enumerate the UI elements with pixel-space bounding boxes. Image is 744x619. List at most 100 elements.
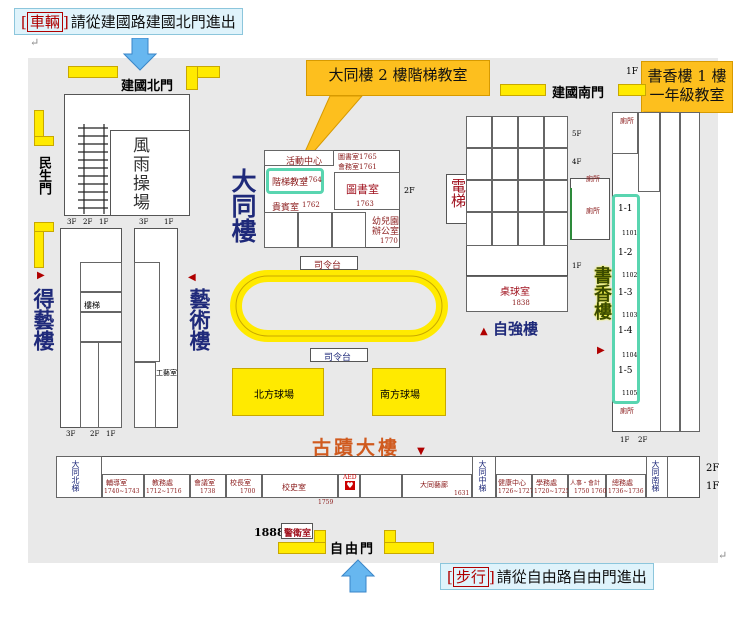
tushu-b-label: 會務室1761 (338, 163, 377, 171)
car-tag: 車輛 (26, 12, 63, 32)
fudao-label: 輔導室 (106, 479, 127, 487)
jiankang-no: 1726~1727 (498, 488, 534, 495)
deyi-arrow-icon: ▶ (37, 270, 45, 281)
return-mark-icon: ↵ (30, 36, 40, 49)
walk-entry-note: [步行] 請從自由路自由門進出 (440, 563, 654, 590)
classroom-1-5: 1-5 (618, 366, 633, 376)
xuewu-label: 學務處 (536, 479, 557, 487)
huiyi-label: 會議室 (194, 479, 215, 487)
classroom-1-2: 1-2 (618, 248, 633, 258)
xiaozhang-no: 1700 (240, 488, 256, 495)
deyi-floor-1f: 1F (99, 218, 109, 226)
room-1104: 1104 (622, 352, 638, 359)
ziqiang-floor-4f: 4F (572, 158, 582, 166)
nanti-label: 大同南梯 (651, 460, 660, 492)
deyi-floor-2f: 2F (83, 218, 93, 226)
siling-bottom-label: 司令台 (324, 353, 352, 363)
room-1102: 1102 (622, 272, 638, 279)
north-gate-arrow-icon (122, 38, 158, 71)
xiaoshi-label: 校史室 (282, 483, 306, 492)
yishu-label: 藝術樓 (187, 288, 212, 351)
zhuoqiu-no: 1838 (512, 299, 530, 307)
jiaowu-no: 1712~1716 (146, 488, 182, 495)
siling-top (300, 256, 358, 270)
zhongti-label: 大同中梯 (478, 460, 487, 492)
jieti-highlight (266, 168, 324, 194)
south-gate-left-post (500, 84, 546, 96)
jingwei-no: 1888 (254, 526, 285, 539)
ziyou-gate-label: 自由門 (330, 542, 376, 557)
shuxiang-floor-1f-bot: 1F (620, 436, 630, 444)
yishu-arrow-icon: ◀ (188, 272, 196, 283)
tushu-no: 1763 (356, 200, 374, 208)
ziqiang-floor-5f: 5F (572, 130, 582, 138)
renshi-label: 人事・會計 (570, 480, 601, 487)
ziyou-gate-left-post-b (278, 542, 326, 554)
xiaoshi-no: 1759 (318, 499, 334, 506)
north-gate-right-post-b (186, 66, 198, 90)
guibin-label: 貴賓室 (272, 203, 300, 213)
jingwei-box (281, 523, 313, 539)
guji-floor-2f: 2F (706, 463, 720, 474)
tushu-a-label: 圖書室1765 (338, 153, 377, 161)
north-court (232, 368, 324, 416)
corridor-restroom-a: 廁所 (586, 175, 600, 183)
aed-icon: AED ♥ (343, 474, 357, 490)
elevator-label: 電梯 (449, 178, 467, 208)
classroom-1-3: 1-3 (618, 288, 633, 298)
walk-entry-text: 請從自由路自由門進出 (496, 568, 647, 586)
huiyi-no: 1738 (200, 488, 216, 495)
shuxiang-callout: 書香樓 1 樓 一年級教室 (641, 61, 733, 113)
xiaozhang-label: 校長室 (230, 479, 251, 487)
minsheng-gate-post-bottom-b (34, 222, 54, 232)
tushu-label: 圖書室 (346, 183, 379, 196)
deyi-label: 得藝樓 (31, 288, 56, 351)
stairs-icon (78, 124, 108, 214)
classroom-1-4: 1-4 (618, 326, 633, 336)
yishu-floor-1f: 1F (164, 218, 174, 226)
corridor-block (570, 178, 610, 240)
car-entry-note: [車輛] 請從建國路建國北門進出 (14, 8, 243, 35)
room-1103: 1103 (622, 312, 638, 319)
classroom-1-1: 1-1 (618, 204, 633, 214)
fengyu-playground (64, 94, 190, 216)
guji-floor-1f: 1F (706, 481, 720, 492)
fudao-no: 1740~1743 (104, 488, 140, 495)
guji-label: 古蹟大樓 (312, 437, 401, 459)
room-1105: 1105 (622, 390, 638, 397)
huodong-label: 活動中心 (286, 157, 323, 167)
yishu-floor-1f-bot: 1F (106, 430, 116, 438)
youer-label: 幼兒園 (372, 217, 400, 227)
north-gate-label: 建國北門 (121, 79, 174, 94)
datong-label: 大同樓 (228, 168, 257, 243)
south-gate-label: 建國南門 (552, 86, 605, 101)
jieti-no: 1764 (304, 176, 322, 184)
jingwei-label: 警衛室 (284, 529, 312, 539)
xuewu-no: 1720~1725 (534, 488, 570, 495)
shuxiang-restroom-top: 廁所 (620, 117, 634, 125)
floor-1f-top: 1F (626, 67, 638, 77)
siling-bottom (310, 348, 368, 362)
walk-tag: 步行 (452, 567, 489, 587)
zhongxin-no: 1631 (454, 490, 470, 497)
guji-arrow-icon: ▼ (417, 446, 425, 457)
renshi-no: 1750 1760 (574, 488, 607, 495)
south-gate-right-post (618, 84, 646, 96)
ziqiang-floor-1f: 1F (572, 262, 582, 270)
return-mark-icon-bottom: ↵ (718, 549, 728, 562)
ziqiang-label-wrap: ▲ 自強樓 (480, 320, 538, 338)
datong-floor-2f: 2F (404, 186, 415, 195)
shuxiang-classrooms-highlight (612, 194, 640, 404)
jieti-label: 階梯教室 (272, 178, 309, 188)
room-1101: 1101 (622, 230, 638, 237)
datong-callout: 大同樓 2 樓階梯教室 (306, 60, 490, 96)
corridor-green-line (570, 188, 572, 240)
north-gate-left-post (68, 66, 118, 78)
youer-no: 1770 (380, 237, 398, 245)
gongyi-label: 工藝室 (156, 369, 177, 377)
fengyu-label: 風雨操場 (129, 136, 149, 212)
zongwu-no: 1736~1736 (608, 488, 644, 495)
north-court-label: 北方球場 (254, 390, 294, 401)
minsheng-gate-label: 民生門 (36, 156, 51, 195)
fengyu-inner (110, 130, 190, 216)
